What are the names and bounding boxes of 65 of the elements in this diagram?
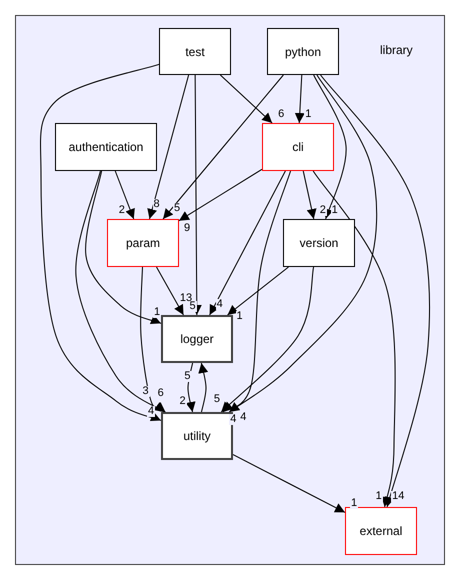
edge-label: 4 — [216, 299, 224, 310]
edge-label: 5 — [212, 394, 222, 405]
edge-label: 5 — [188, 301, 197, 312]
edge-label: 2 — [178, 396, 187, 407]
directory-name: version — [300, 236, 338, 250]
edge-label: 1 — [330, 205, 339, 216]
dependency-arrow — [222, 170, 292, 412]
directory-box — [161, 315, 233, 363]
dependency-arrow — [162, 74, 284, 220]
directory-name: utility — [183, 429, 211, 443]
directory-name: test — [185, 44, 205, 58]
dependency-arrow — [302, 170, 316, 220]
edge-label: 9 — [183, 222, 192, 234]
directory-box — [345, 507, 417, 555]
dependency-arrow — [178, 168, 262, 222]
dependency-arrow — [220, 266, 314, 412]
edge-label: 1 — [153, 307, 162, 318]
edge-label: 2 — [118, 205, 126, 216]
cluster-label: library — [380, 43, 413, 57]
dependency-arrow — [147, 74, 190, 220]
edge-label: 1 — [350, 498, 358, 510]
dependency-arrow — [313, 74, 347, 220]
edge-label: 4 — [147, 406, 156, 418]
dependency-arrow — [294, 74, 305, 124]
directory-name: authentication — [68, 140, 144, 154]
edge-label: 1 — [374, 491, 383, 502]
dependency-arrow — [85, 170, 162, 325]
directory-cluster — [15, 15, 445, 565]
directory-box — [107, 219, 179, 267]
edge-label: 5 — [173, 203, 182, 214]
directory-name: logger — [180, 332, 214, 346]
edge-label: 14 — [391, 491, 406, 502]
directory-name: param — [126, 236, 160, 250]
edge-label: 8 — [152, 199, 161, 210]
edge-label: 2 — [318, 205, 327, 216]
edge-label: 1 — [236, 311, 244, 322]
edge-label: 3 — [141, 386, 150, 397]
directory-box — [267, 28, 339, 75]
dependency-arrow — [198, 362, 208, 412]
dependency-arrow — [220, 74, 273, 124]
dependency-arrow — [312, 170, 396, 508]
directory-name: external — [360, 524, 402, 538]
directory-name: python — [284, 44, 322, 58]
directory-box — [283, 219, 355, 267]
edge-label: 5 — [183, 371, 192, 382]
dependency-arrow — [228, 74, 378, 412]
dependency-arrow — [114, 170, 135, 220]
dependency-arrow — [140, 266, 166, 412]
edge-label: 4 — [239, 412, 248, 423]
dependency-arrow — [320, 74, 430, 508]
dependency-arrow — [192, 74, 202, 316]
directory-name: cli — [292, 140, 304, 154]
dependency-arrow — [186, 362, 196, 412]
dependency-arrow — [232, 454, 346, 513]
edge-label: 6 — [156, 388, 165, 399]
edge-label: 1 — [304, 109, 312, 120]
dependency-arrow — [40, 64, 162, 422]
dependency-arrow — [156, 266, 184, 316]
edge-label: 4 — [229, 414, 238, 425]
edge-label: 6 — [277, 109, 286, 120]
dependency-arrow — [227, 266, 289, 316]
directory-box — [55, 123, 157, 171]
dependency-arrow — [209, 170, 286, 316]
directory-box — [159, 28, 231, 75]
directory-box — [262, 123, 334, 171]
